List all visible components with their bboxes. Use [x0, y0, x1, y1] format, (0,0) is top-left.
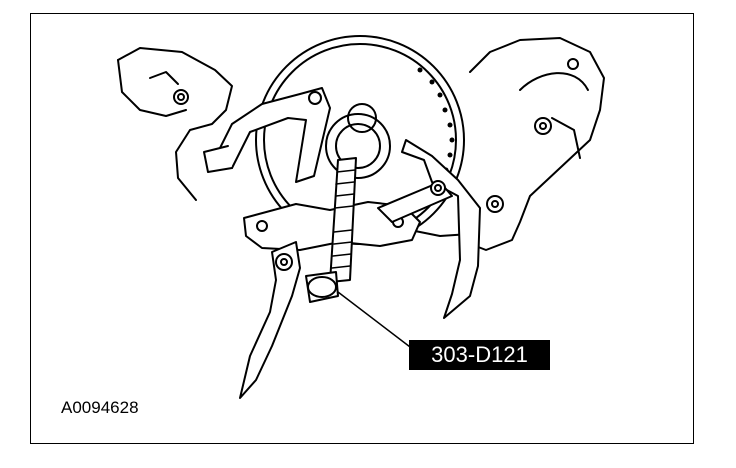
puller-plate — [243, 201, 421, 251]
engine-block-outline — [117, 37, 605, 251]
puller-jaw-bottom — [239, 241, 301, 399]
forcing-screw — [305, 157, 357, 303]
callout-leader-line — [337, 291, 415, 351]
puller-jaw-left — [203, 87, 331, 183]
figure-id-label: A0094628 — [61, 398, 139, 417]
tool-number-label: 303-D121 — [409, 340, 550, 370]
figure-frame — [30, 13, 694, 444]
puller-jaw-right — [377, 139, 481, 319]
